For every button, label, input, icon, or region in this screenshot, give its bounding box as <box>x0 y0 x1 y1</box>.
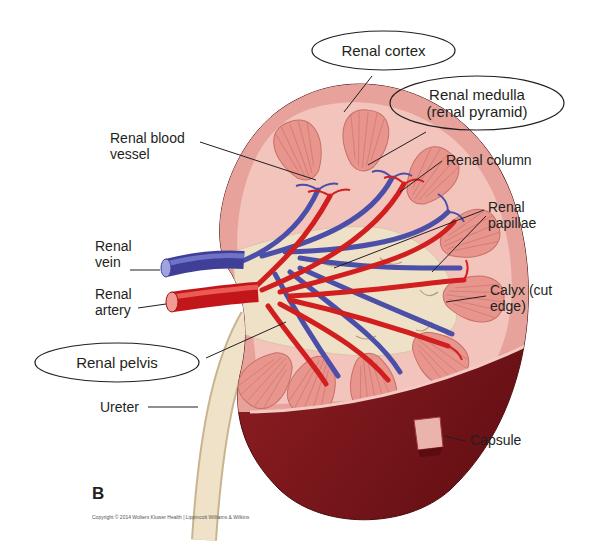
callout-ellipse: Renal medulla (renal pyramid) <box>389 75 565 131</box>
arcuate-veins <box>296 171 464 222</box>
leader-line <box>400 161 442 192</box>
artery-cut-end <box>166 292 178 312</box>
leader-line <box>344 76 372 112</box>
arcuate-arteries <box>308 177 468 360</box>
part-label: Renal vein <box>95 238 143 270</box>
capsule-flap-shadow <box>418 447 443 457</box>
ellipse-shape <box>312 31 455 70</box>
part-name: Renal cortex <box>341 42 426 59</box>
part-label: Renal artery <box>95 286 147 318</box>
leader-line <box>200 142 316 180</box>
part-label: Capsule <box>470 432 521 448</box>
cut-edge <box>250 318 580 412</box>
part-label: Ureter <box>100 399 139 415</box>
kidney-cut-section <box>150 40 580 422</box>
leader-line <box>130 270 160 271</box>
part-label: Renal column <box>446 152 566 168</box>
renal-pyramid <box>230 341 305 417</box>
leader-line <box>138 304 166 308</box>
renal-artery-highlight <box>172 287 258 297</box>
ellipse-shape <box>35 343 199 382</box>
copyright-note: Copyright © 2014 Wolters Kluwer Health |… <box>92 514 249 521</box>
part-label: Renal papillae <box>488 199 560 231</box>
part-name: Renal medulla (renal pyramid) <box>417 86 537 120</box>
leader-line <box>368 132 426 165</box>
capsule-flap <box>414 417 443 450</box>
callout-ellipse: Renal pelvis <box>34 342 200 383</box>
artery-branches <box>250 184 464 384</box>
part-label: Calyx (cut edge) <box>490 282 580 314</box>
leader-line <box>432 216 486 272</box>
leader-line <box>446 296 486 302</box>
ellipse-shape <box>390 76 564 130</box>
vein-cut-end <box>161 259 171 277</box>
callout-ellipse: Renal cortex <box>311 30 456 71</box>
part-name: Renal pelvis <box>76 354 158 371</box>
leader-line <box>148 407 198 408</box>
cortex-rim <box>150 40 580 420</box>
renal-pyramid <box>394 139 467 215</box>
part-label: Renal blood vessel <box>110 130 198 162</box>
leader-line <box>334 210 484 268</box>
leader-line <box>444 436 465 441</box>
renal-vein-highlight <box>166 255 244 264</box>
renal-pyramid <box>339 108 391 173</box>
figure-letter: B <box>92 484 104 503</box>
renal-pyramid <box>268 114 332 187</box>
leader-line <box>206 322 286 358</box>
